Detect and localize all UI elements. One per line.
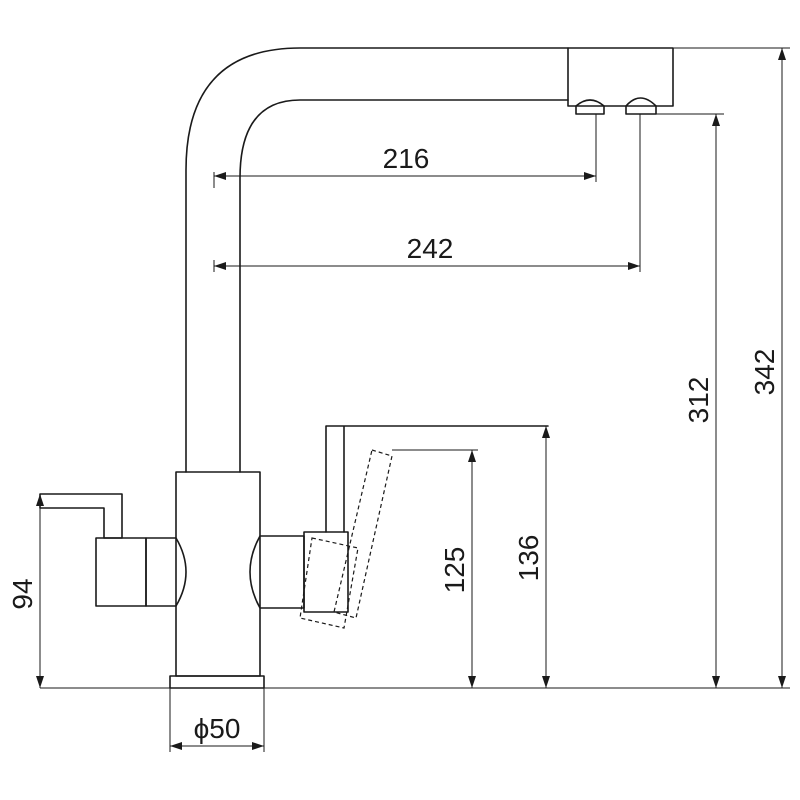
dim-242-arrow-left [214,262,226,270]
dim-216-arrow-left [214,172,226,180]
label-216: 216 [383,143,430,174]
left-handle-lever [39,493,123,539]
dim-125-arrow-bottom [468,676,476,688]
dim-125-arrow-top [468,450,476,462]
label-94: 94 [7,578,38,609]
base-plate [169,675,265,689]
label-125: 125 [439,547,470,594]
dim-242-arrow-right [628,262,640,270]
left-handle-cone [145,537,187,607]
dim-94-arrow-bottom [36,676,44,688]
right-handle-cone [249,535,305,609]
dim-136-arrow-top [542,426,550,438]
label-312: 312 [683,377,714,424]
dim-342-arrow-bottom [778,676,786,688]
dim-50-arrow-right [252,742,264,750]
dim-342-arrow-top [778,48,786,60]
dim-312-arrow-top [712,114,720,126]
body-column [175,471,261,677]
label-342: 342 [749,349,780,396]
right-handle-lever-alt [333,449,393,619]
dim-136-arrow-bottom [542,676,550,688]
dim-312-arrow-bottom [712,676,720,688]
spout-inner [239,99,569,473]
label-136: 136 [513,535,544,582]
dim-50-arrow-left [170,742,182,750]
spout-outer [185,47,569,473]
right-handle-cap-alt [299,537,359,629]
left-handle-cap [95,537,147,607]
label-diameter-50: ϕ50 [194,713,241,744]
right-handle-lever [325,425,549,533]
faucet-outline [39,47,674,689]
dimension-labels: 216 242 312 342 125 136 94 ϕ50 [7,143,780,744]
label-242: 242 [407,233,454,264]
dim-216-arrow-right [584,172,596,180]
spout-head [567,47,674,107]
dimension-lines [36,47,790,752]
dim-94-arrow-top [36,494,44,506]
outlet-right [625,97,657,115]
outlet-left [575,99,605,115]
